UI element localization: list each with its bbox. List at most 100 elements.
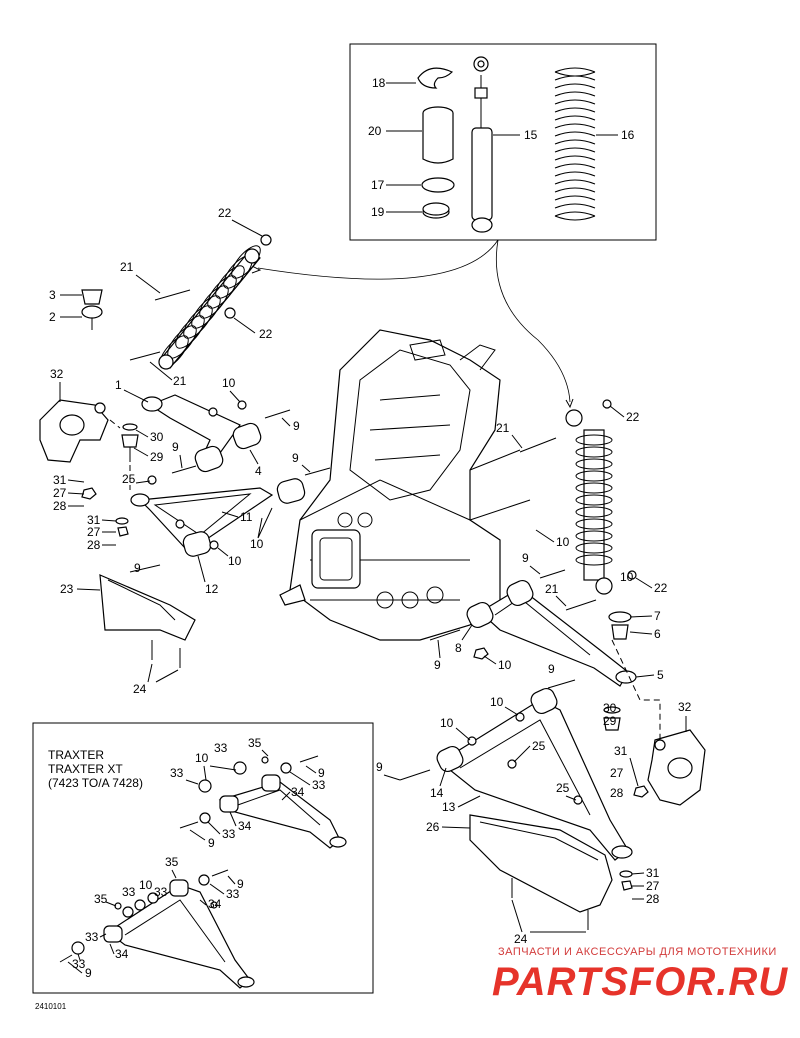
left-upper-a-arm: [141, 394, 291, 474]
inset-callout-9b: 9: [208, 836, 215, 850]
callout-22c: 22: [626, 410, 640, 424]
callout-31d: 31: [646, 866, 660, 880]
callout-22: 22: [218, 206, 232, 220]
callout-9f: 9: [434, 658, 441, 672]
left-steering-knuckle: [39, 289, 139, 537]
callout-6: 6: [654, 627, 661, 641]
callout-5: 5: [657, 668, 664, 682]
callout-30b: 30: [603, 701, 617, 715]
inset-title-line3: (7423 TO/A 7428): [48, 776, 143, 790]
vehicle-frame: [279, 329, 531, 641]
right-shock-assembly: [519, 399, 637, 611]
callout-14: 14: [430, 786, 444, 800]
callout-32: 32: [50, 367, 64, 381]
callout-2: 2: [49, 310, 56, 324]
left-lower-a-arm: [129, 467, 331, 573]
callout-28a: 28: [53, 499, 67, 513]
callout-26: 26: [426, 820, 440, 834]
right-skid-plate: [469, 814, 613, 930]
inset-callout-33b: 33: [170, 766, 184, 780]
callout-4: 4: [255, 464, 262, 478]
inset-callout-34d: 34: [115, 947, 129, 961]
callout-27d: 27: [646, 879, 660, 893]
callout-9b: 9: [293, 419, 300, 433]
callout-22d: 22: [654, 581, 668, 595]
inset-callout-34a: 34: [291, 785, 305, 799]
callout-9g: 9: [548, 662, 555, 676]
callout-21b: 21: [173, 374, 187, 388]
left-shock-assembly: [129, 234, 272, 370]
callout-9d: 9: [134, 561, 141, 575]
callout-22b: 22: [259, 327, 273, 341]
right-steering-knuckle: [603, 706, 706, 891]
inset-callout-34c: 34: [208, 897, 222, 911]
callout-32b: 32: [678, 700, 692, 714]
callout-12: 12: [205, 582, 219, 596]
shock-components-inset: [349, 43, 657, 241]
inset-title-line2: TRAXTER XT: [48, 762, 123, 776]
callout-29b: 29: [603, 714, 617, 728]
callout-25c: 25: [556, 781, 570, 795]
callout-18: 18: [372, 76, 386, 90]
callout-19: 19: [371, 205, 385, 219]
callout-27a: 27: [53, 486, 67, 500]
inset-callout-35b: 35: [165, 855, 179, 869]
callout-10g: 10: [490, 695, 504, 709]
inset-callout-35a: 35: [248, 736, 262, 750]
callout-16: 16: [621, 128, 635, 142]
inset-callout-10a: 10: [195, 751, 209, 765]
callout-7: 7: [654, 609, 661, 623]
inset-callout-9d: 9: [85, 966, 92, 980]
coil-spring-16: [554, 67, 596, 221]
callout-21d: 21: [545, 582, 559, 596]
callout-13: 13: [442, 800, 456, 814]
callout-10h: 10: [440, 716, 454, 730]
inset-callout-34b: 34: [238, 819, 252, 833]
callout-28d: 28: [646, 892, 660, 906]
callout-9a: 9: [172, 440, 179, 454]
inset-callout-33c: 33: [312, 778, 326, 792]
inset-callout-33i: 33: [72, 957, 86, 971]
callout-10c: 10: [228, 554, 242, 568]
figure-code: 2410101: [35, 1002, 67, 1011]
callout-25b: 25: [532, 739, 546, 753]
left-skid-plate: [99, 574, 196, 668]
callout-10d: 10: [556, 535, 570, 549]
callout-29: 29: [150, 450, 164, 464]
callout-9c: 9: [292, 451, 299, 465]
callout-30: 30: [150, 430, 164, 444]
callout-25a: 25: [122, 472, 136, 486]
inset-callout-33a: 33: [214, 741, 228, 755]
watermark-tagline: ЗАПЧАСТИ И АКСЕССУАРЫ ДЛЯ МОТОТЕХНИКИ: [498, 946, 777, 958]
callout-23: 23: [60, 582, 74, 596]
callout-9e: 9: [522, 551, 529, 565]
callout-10b: 10: [250, 537, 264, 551]
inset-callout-33g: 33: [226, 887, 240, 901]
callout-31b: 31: [87, 513, 101, 527]
inset-callout-33f: 33: [154, 885, 168, 899]
callout-28c: 28: [610, 786, 624, 800]
inset-callout-33d: 33: [222, 827, 236, 841]
callout-28b: 28: [87, 538, 101, 552]
right-lower-a-arm: [399, 679, 633, 861]
callout-17: 17: [371, 178, 385, 192]
callout-24b: 24: [514, 932, 528, 946]
inset-callout-33e: 33: [122, 885, 136, 899]
callout-10a: 10: [222, 376, 236, 390]
callout-27b: 27: [87, 525, 101, 539]
inset-callout-33h: 33: [85, 930, 99, 944]
callout-1: 1: [115, 378, 122, 392]
callout-27c: 27: [610, 766, 624, 780]
callout-31c: 31: [614, 744, 628, 758]
callout-3: 3: [49, 288, 56, 302]
callout-15: 15: [524, 128, 538, 142]
callout-8: 8: [455, 641, 462, 655]
inset-callout-10b: 10: [139, 878, 153, 892]
callout-21: 21: [120, 260, 134, 274]
watermark-site-logo[interactable]: PARTSFOR.RU: [492, 960, 789, 1004]
callout-20: 20: [368, 124, 382, 138]
inset-callout-9a: 9: [318, 766, 325, 780]
callout-11: 11: [240, 510, 253, 524]
callout-10f: 10: [498, 658, 512, 672]
inset-callout-9c: 9: [237, 877, 244, 891]
